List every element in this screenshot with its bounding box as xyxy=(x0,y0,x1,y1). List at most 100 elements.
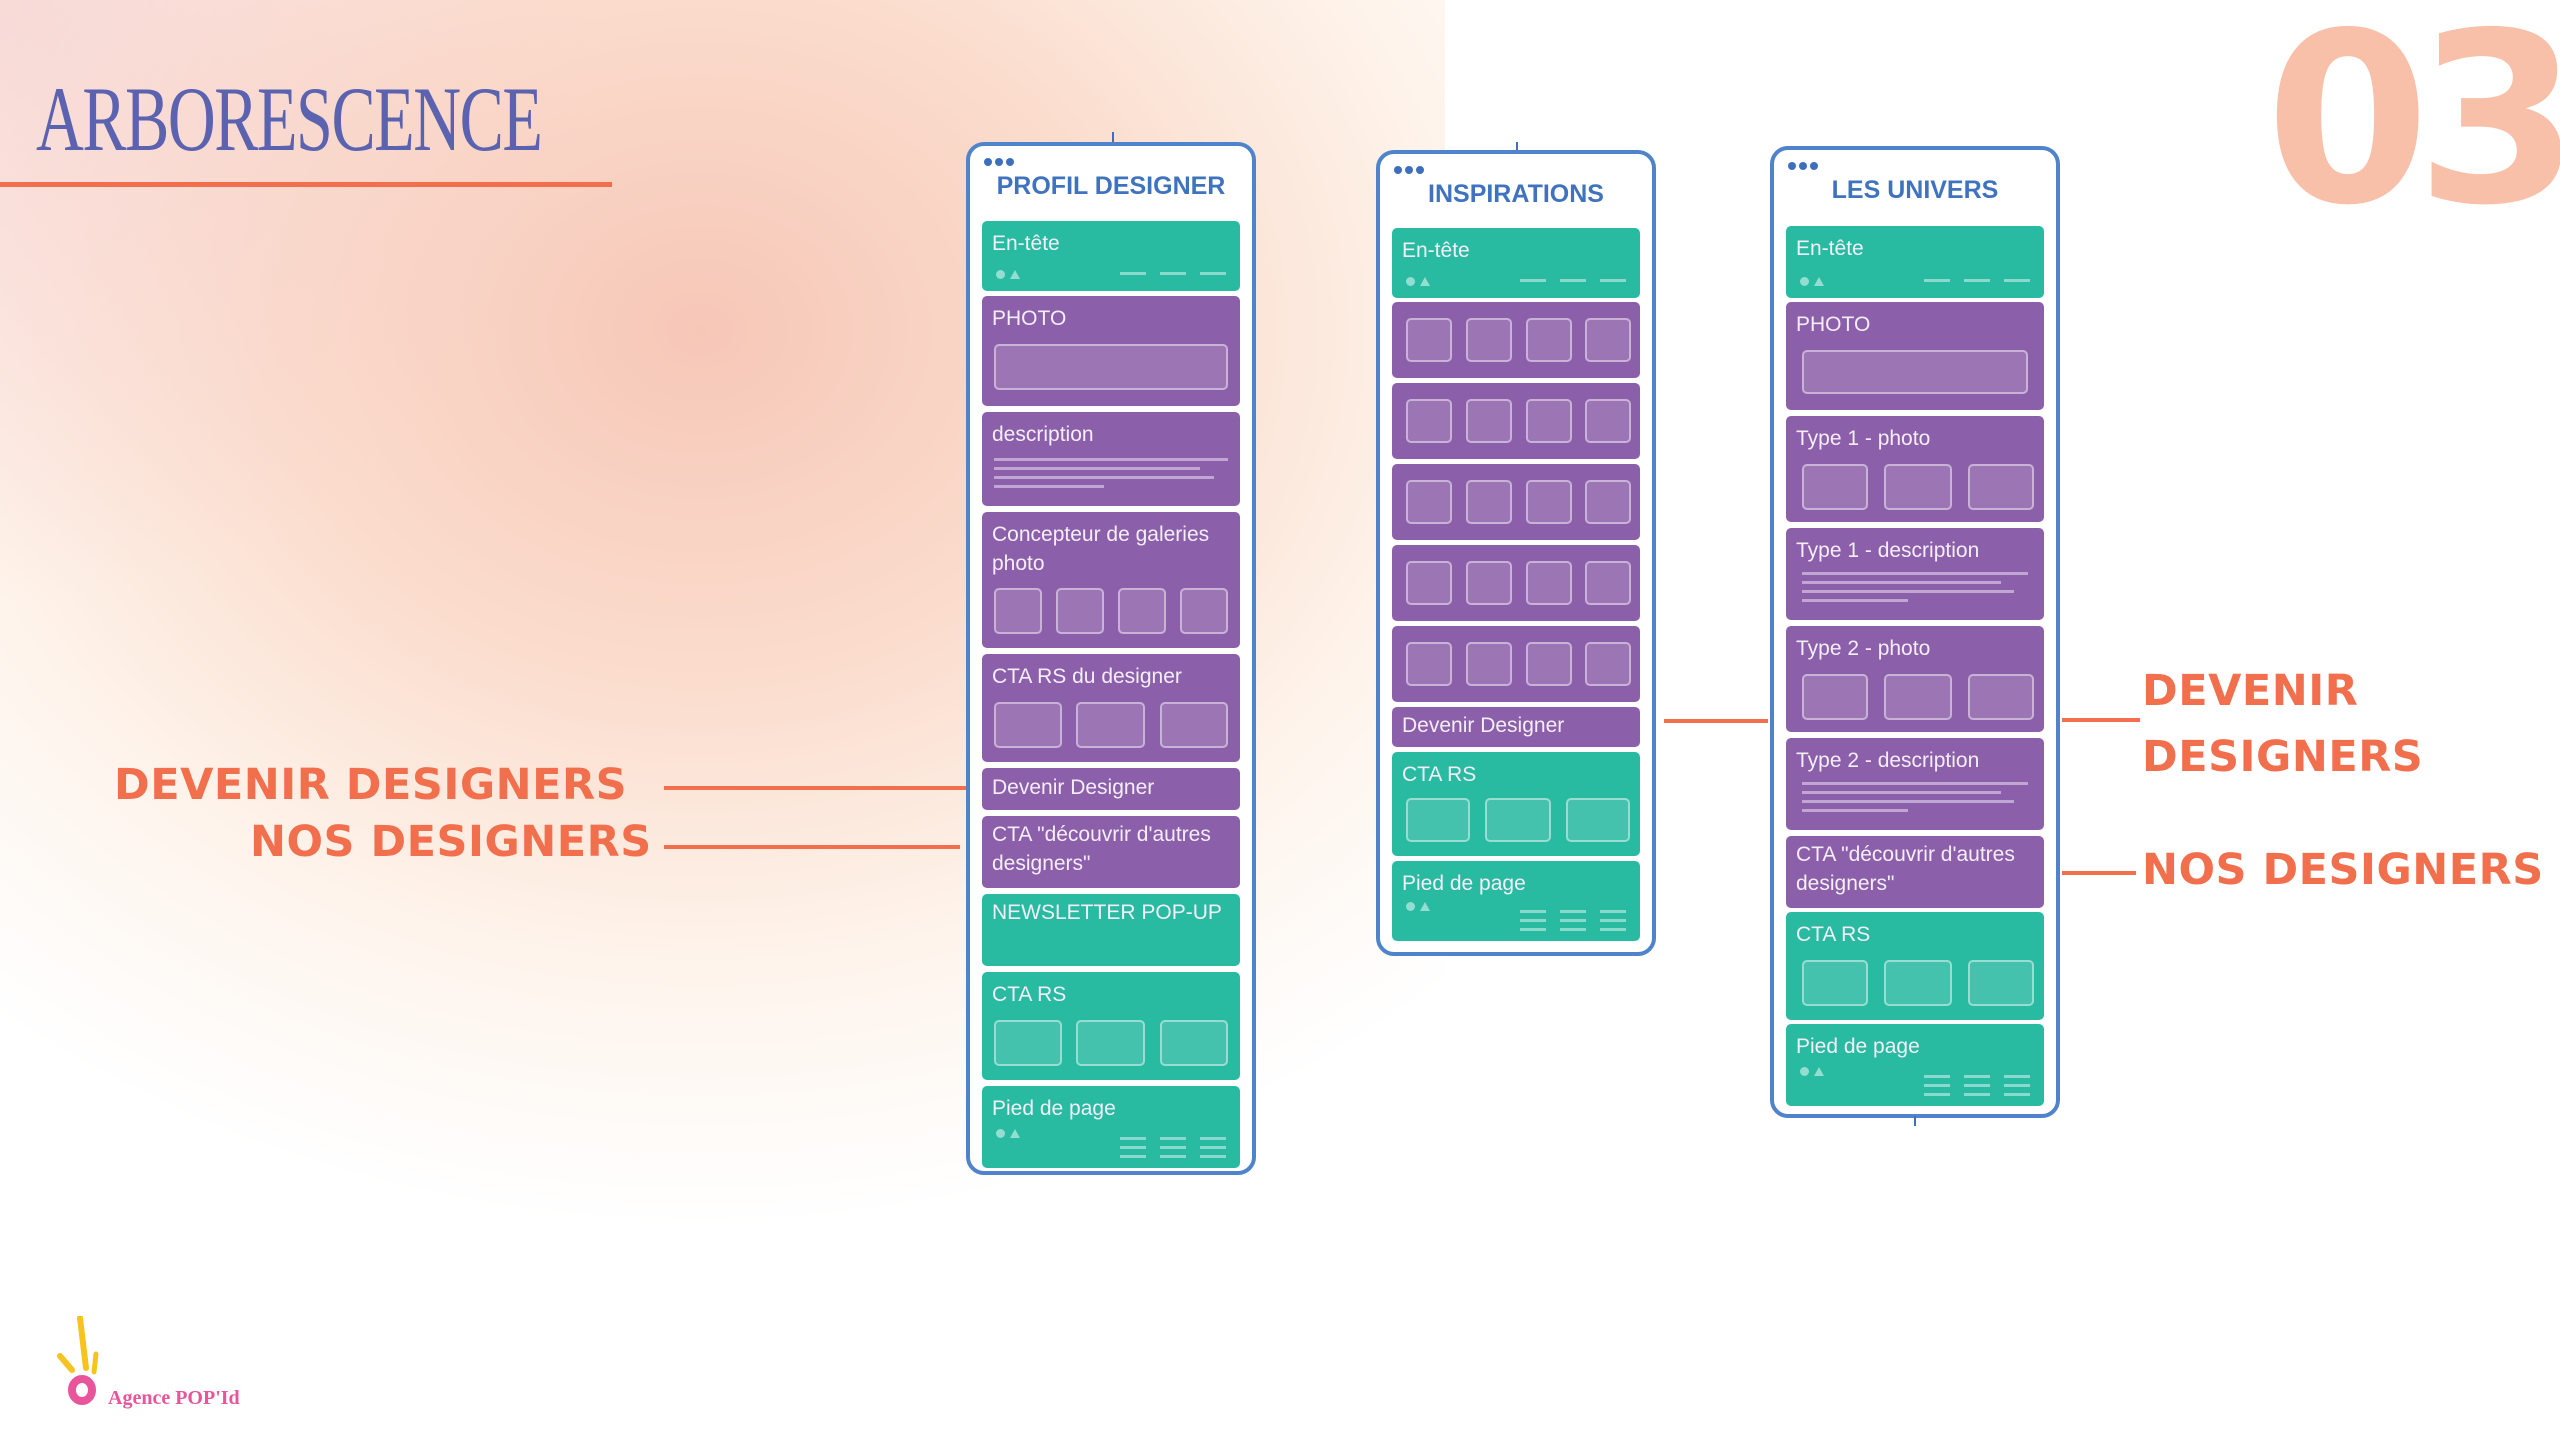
block-label: Type 1 - photo xyxy=(1796,427,1931,450)
annotation-connector-line xyxy=(2062,871,2136,875)
image-placeholder xyxy=(1526,561,1572,605)
block-label: NEWSLETTER POP-UP xyxy=(992,901,1222,924)
block-devenir-designer: Devenir Designer xyxy=(1392,707,1640,747)
image-placeholder xyxy=(1884,960,1952,1006)
annotation-connector-line xyxy=(2062,718,2140,722)
image-placeholder xyxy=(1585,642,1631,686)
image-placeholder xyxy=(1406,561,1452,605)
block-header: En-tête xyxy=(1786,226,2044,298)
image-placeholder xyxy=(1406,318,1452,362)
image-placeholder xyxy=(1585,318,1631,362)
image-placeholder xyxy=(1585,399,1631,443)
logo-shapes-icon xyxy=(1800,277,1824,286)
block-label: Devenir Designer xyxy=(1402,714,1565,737)
block-label: En-tête xyxy=(1402,239,1470,262)
image-placeholder xyxy=(1566,798,1630,842)
nav-dashes-icon xyxy=(1924,279,2030,282)
block-type1-description: Type 1 - description xyxy=(1786,528,2044,620)
block-label: Type 2 - photo xyxy=(1796,637,1931,660)
slide-title: ARBORESCENCE xyxy=(36,68,543,170)
logo-shapes-icon xyxy=(996,270,1020,279)
annotation-devenir-designers-right: DEVENIR DESIGNERS xyxy=(2142,658,2423,790)
block-cta-rs-designer: CTA RS du designer xyxy=(982,654,1240,762)
image-placeholder xyxy=(1802,464,1868,510)
image-placeholder xyxy=(1802,960,1868,1006)
block-label: En-tête xyxy=(992,232,1060,255)
block-label: PHOTO xyxy=(1796,313,1871,336)
annotation-nos-designers-left: NOS DESIGNERS xyxy=(250,817,652,867)
image-placeholder xyxy=(1526,318,1572,362)
block-type1-photo: Type 1 - photo xyxy=(1786,416,2044,522)
block-image-grid xyxy=(1392,626,1640,702)
image-placeholder xyxy=(1968,464,2034,510)
image-placeholder xyxy=(1160,1020,1228,1066)
block-label: En-tête xyxy=(1796,237,1864,260)
logo-shapes-icon xyxy=(996,1129,1020,1138)
annotation-line: DESIGNERS xyxy=(2142,732,2424,782)
block-cta-rs: CTA RS xyxy=(1392,752,1640,856)
tree-connector-stub xyxy=(1914,1116,1916,1126)
block-footer: Pied de page xyxy=(1392,861,1640,941)
page-card-inspirations: INSPIRATIONS En-tête Devenir Designer xyxy=(1376,150,1656,956)
block-cta-rs: CTA RS xyxy=(1786,912,2044,1020)
nav-dashes-icon xyxy=(1520,279,1626,282)
block-newsletter-popup: NEWSLETTER POP-UP xyxy=(982,894,1240,966)
block-label: Type 1 - description xyxy=(1796,539,1980,562)
image-placeholder xyxy=(1466,642,1512,686)
block-label: CTA "découvrir d'autres designers" xyxy=(1796,843,2015,895)
annotation-devenir-designers-left: DEVENIR DESIGNERS xyxy=(114,760,628,810)
image-placeholder xyxy=(1466,318,1512,362)
page-number: 03 xyxy=(2265,0,2560,257)
page-card-les-univers: LES UNIVERS En-tête PHOTO Type 1 - photo… xyxy=(1770,146,2060,1118)
agency-logo-icon xyxy=(57,1316,99,1405)
annotation-nos-designers-right: NOS DESIGNERS xyxy=(2142,845,2544,895)
block-photo: PHOTO xyxy=(1786,302,2044,410)
image-placeholder xyxy=(1884,674,1952,720)
block-photo: PHOTO xyxy=(982,296,1240,406)
image-placeholder xyxy=(1585,561,1631,605)
block-type2-photo: Type 2 - photo xyxy=(1786,626,2044,732)
block-cta-rs: CTA RS xyxy=(982,972,1240,1080)
block-footer: Pied de page xyxy=(1786,1024,2044,1106)
block-gallery-designer: Concepteur de galeries photo xyxy=(982,512,1240,648)
nav-dashes-icon xyxy=(1120,272,1226,275)
annotation-connector-line xyxy=(664,845,960,849)
image-placeholder xyxy=(1968,960,2034,1006)
tree-connector-stub xyxy=(1112,132,1114,144)
block-label: Pied de page xyxy=(1402,872,1526,895)
block-label: CTA RS xyxy=(992,983,1067,1006)
annotation-connector-line xyxy=(1664,719,1768,723)
block-label: Pied de page xyxy=(992,1097,1116,1120)
image-placeholder xyxy=(1884,464,1952,510)
image-placeholder xyxy=(994,588,1042,634)
image-placeholder xyxy=(1118,588,1166,634)
block-label: Devenir Designer xyxy=(992,776,1155,799)
image-placeholder xyxy=(1056,588,1104,634)
image-placeholder xyxy=(1406,642,1452,686)
image-placeholder xyxy=(1968,674,2034,720)
block-type2-description: Type 2 - description xyxy=(1786,738,2044,830)
annotation-connector-line xyxy=(664,786,966,790)
block-description: description xyxy=(982,412,1240,506)
image-placeholder xyxy=(1526,480,1572,524)
logo-shapes-icon xyxy=(1406,277,1430,286)
window-dots-icon xyxy=(1394,166,1424,174)
block-label: Type 2 - description xyxy=(1796,749,1980,772)
page-card-title: INSPIRATIONS xyxy=(1428,180,1604,208)
block-image-grid xyxy=(1392,383,1640,459)
block-label: CTA RS xyxy=(1796,923,1871,946)
image-placeholder xyxy=(1160,702,1228,748)
block-label: Concepteur de galeries photo xyxy=(992,523,1210,575)
window-dots-icon xyxy=(1788,162,1818,170)
image-placeholder xyxy=(1466,399,1512,443)
image-placeholder xyxy=(994,702,1062,748)
block-cta-decouvrir: CTA "découvrir d'autres designers" xyxy=(1786,836,2044,908)
block-header: En-tête xyxy=(1392,228,1640,298)
logo-shapes-icon xyxy=(1406,902,1430,911)
logo-shapes-icon xyxy=(1800,1067,1824,1076)
image-placeholder xyxy=(1526,642,1572,686)
page-card-title: LES UNIVERS xyxy=(1831,176,1999,204)
block-footer: Pied de page xyxy=(982,1086,1240,1168)
block-label: description xyxy=(992,423,1094,446)
image-placeholder xyxy=(1406,399,1452,443)
